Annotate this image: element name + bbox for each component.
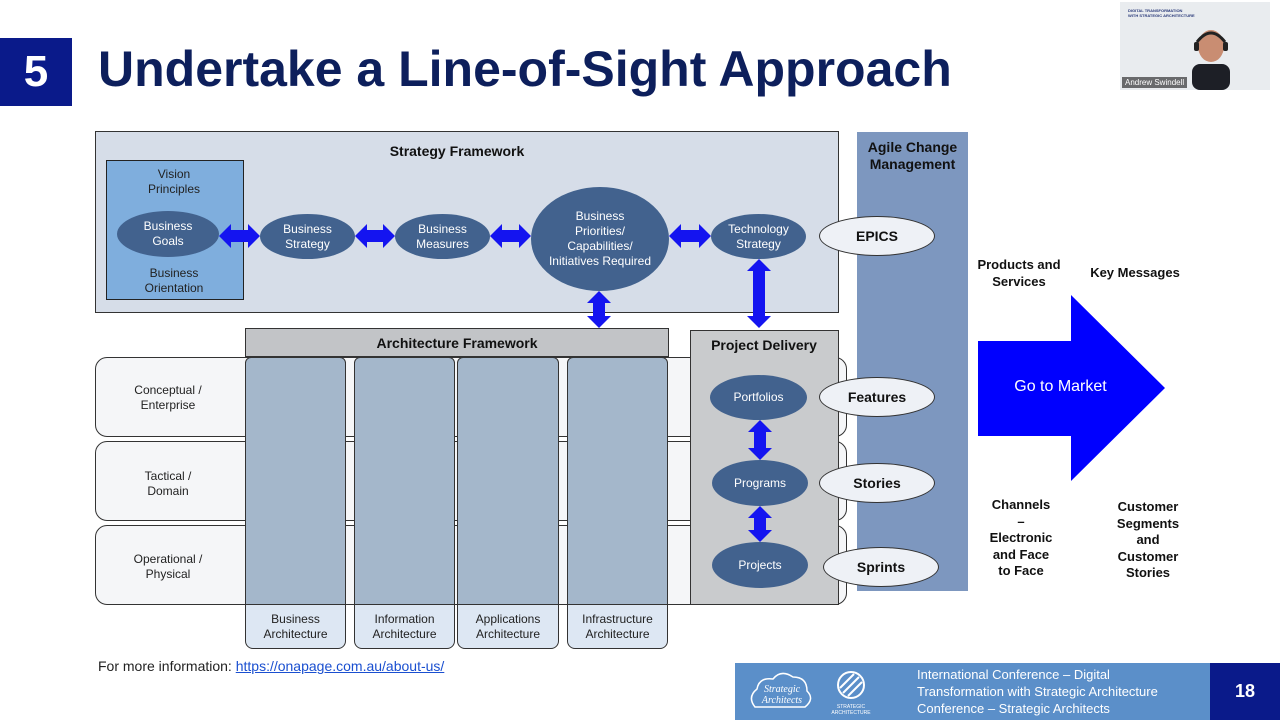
arrow-priorities-architecture xyxy=(587,291,611,328)
channels-label: Channels – Electronic and Face to Face xyxy=(989,497,1053,578)
agile-change-management-bar xyxy=(857,132,968,591)
more-info-text: For more information: https://onapage.co… xyxy=(98,658,445,674)
portfolios-oval: Portfolios xyxy=(710,375,807,420)
epics-oval: EPICS xyxy=(819,216,935,256)
business-priorities-oval: Business Priorities/ Capabilities/ Initi… xyxy=(531,187,669,291)
architecture-framework-header xyxy=(245,328,669,357)
features-oval: Features xyxy=(819,377,935,417)
sprints-oval: Sprints xyxy=(823,547,939,587)
logo1-text: Strategic Architects xyxy=(761,684,803,706)
arrow-measures-priorities xyxy=(490,224,531,248)
footer-banner xyxy=(735,663,1210,720)
technology-strategy-oval: Technology Strategy xyxy=(711,214,806,259)
business-measures-oval: Business Measures xyxy=(395,214,490,259)
slide-number-badge: 5 xyxy=(0,38,72,106)
arrow-technology-delivery xyxy=(747,259,771,328)
participant-name: Andrew Swindell xyxy=(1122,77,1188,88)
business-goals-oval: Business Goals xyxy=(117,211,219,257)
go-to-market-label: Go to Market xyxy=(1014,378,1107,395)
row-label-operational: Operational / Physical xyxy=(133,552,203,581)
arrow-portfolios-programs xyxy=(748,420,772,460)
column-label-applications: Applications Architecture xyxy=(457,604,559,649)
row-label-tactical: Tactical / Domain xyxy=(144,469,192,498)
participant-video[interactable]: DIGITAL TRANSFORMATION WITH STRATEGIC AR… xyxy=(1120,2,1270,90)
projects-oval: Projects xyxy=(712,542,808,588)
go-to-market-arrow xyxy=(978,295,1165,481)
stories-oval: Stories xyxy=(819,463,935,503)
arrow-strategy-measures xyxy=(355,224,395,248)
video-banner: DIGITAL TRANSFORMATION WITH STRATEGIC AR… xyxy=(1128,8,1195,18)
column-label-business: Business Architecture xyxy=(245,604,346,649)
architecture-framework-title: Architecture Framework xyxy=(376,335,538,351)
arrow-goals-strategy xyxy=(219,224,260,248)
arrow-priorities-technology xyxy=(669,224,711,248)
project-delivery-title: Project Delivery xyxy=(711,337,817,353)
column-label-information: Information Architecture xyxy=(354,604,455,649)
business-strategy-oval: Business Strategy xyxy=(260,214,355,259)
agile-title: Agile Change Management xyxy=(867,139,958,172)
column-information xyxy=(354,357,455,606)
strategy-framework-title: Strategy Framework xyxy=(389,143,525,159)
vision-principles-label: Vision Principles xyxy=(147,167,201,196)
row-label-conceptual: Conceptual / Enterprise xyxy=(134,383,202,412)
conference-text: International Conference – Digital Trans… xyxy=(917,667,1158,716)
strategic-architecture-logo-icon xyxy=(837,671,865,699)
programs-oval: Programs xyxy=(712,460,808,506)
participant-avatar xyxy=(1192,30,1230,90)
key-messages-label: Key Messages xyxy=(1090,265,1180,280)
more-info-link[interactable]: https://onapage.com.au/about-us/ xyxy=(235,658,445,674)
business-orientation-label: Business Orientation xyxy=(144,266,204,295)
column-business xyxy=(245,357,346,606)
logo2-text: STRATEGIC ARCHITECTURE xyxy=(831,704,871,716)
arrow-programs-projects xyxy=(748,506,772,542)
column-infrastructure xyxy=(567,357,668,606)
customer-segments-label: Customer Segments and Customer Stories xyxy=(1116,499,1180,580)
products-services-label: Products and Services xyxy=(977,257,1061,289)
column-applications xyxy=(457,357,559,606)
slide-page-number: 18 xyxy=(1210,663,1280,720)
strategic-architects-logo xyxy=(750,672,812,708)
slide-title: Undertake a Line-of-Sight Approach xyxy=(98,41,952,97)
column-label-infrastructure: Infrastructure Architecture xyxy=(567,604,668,649)
